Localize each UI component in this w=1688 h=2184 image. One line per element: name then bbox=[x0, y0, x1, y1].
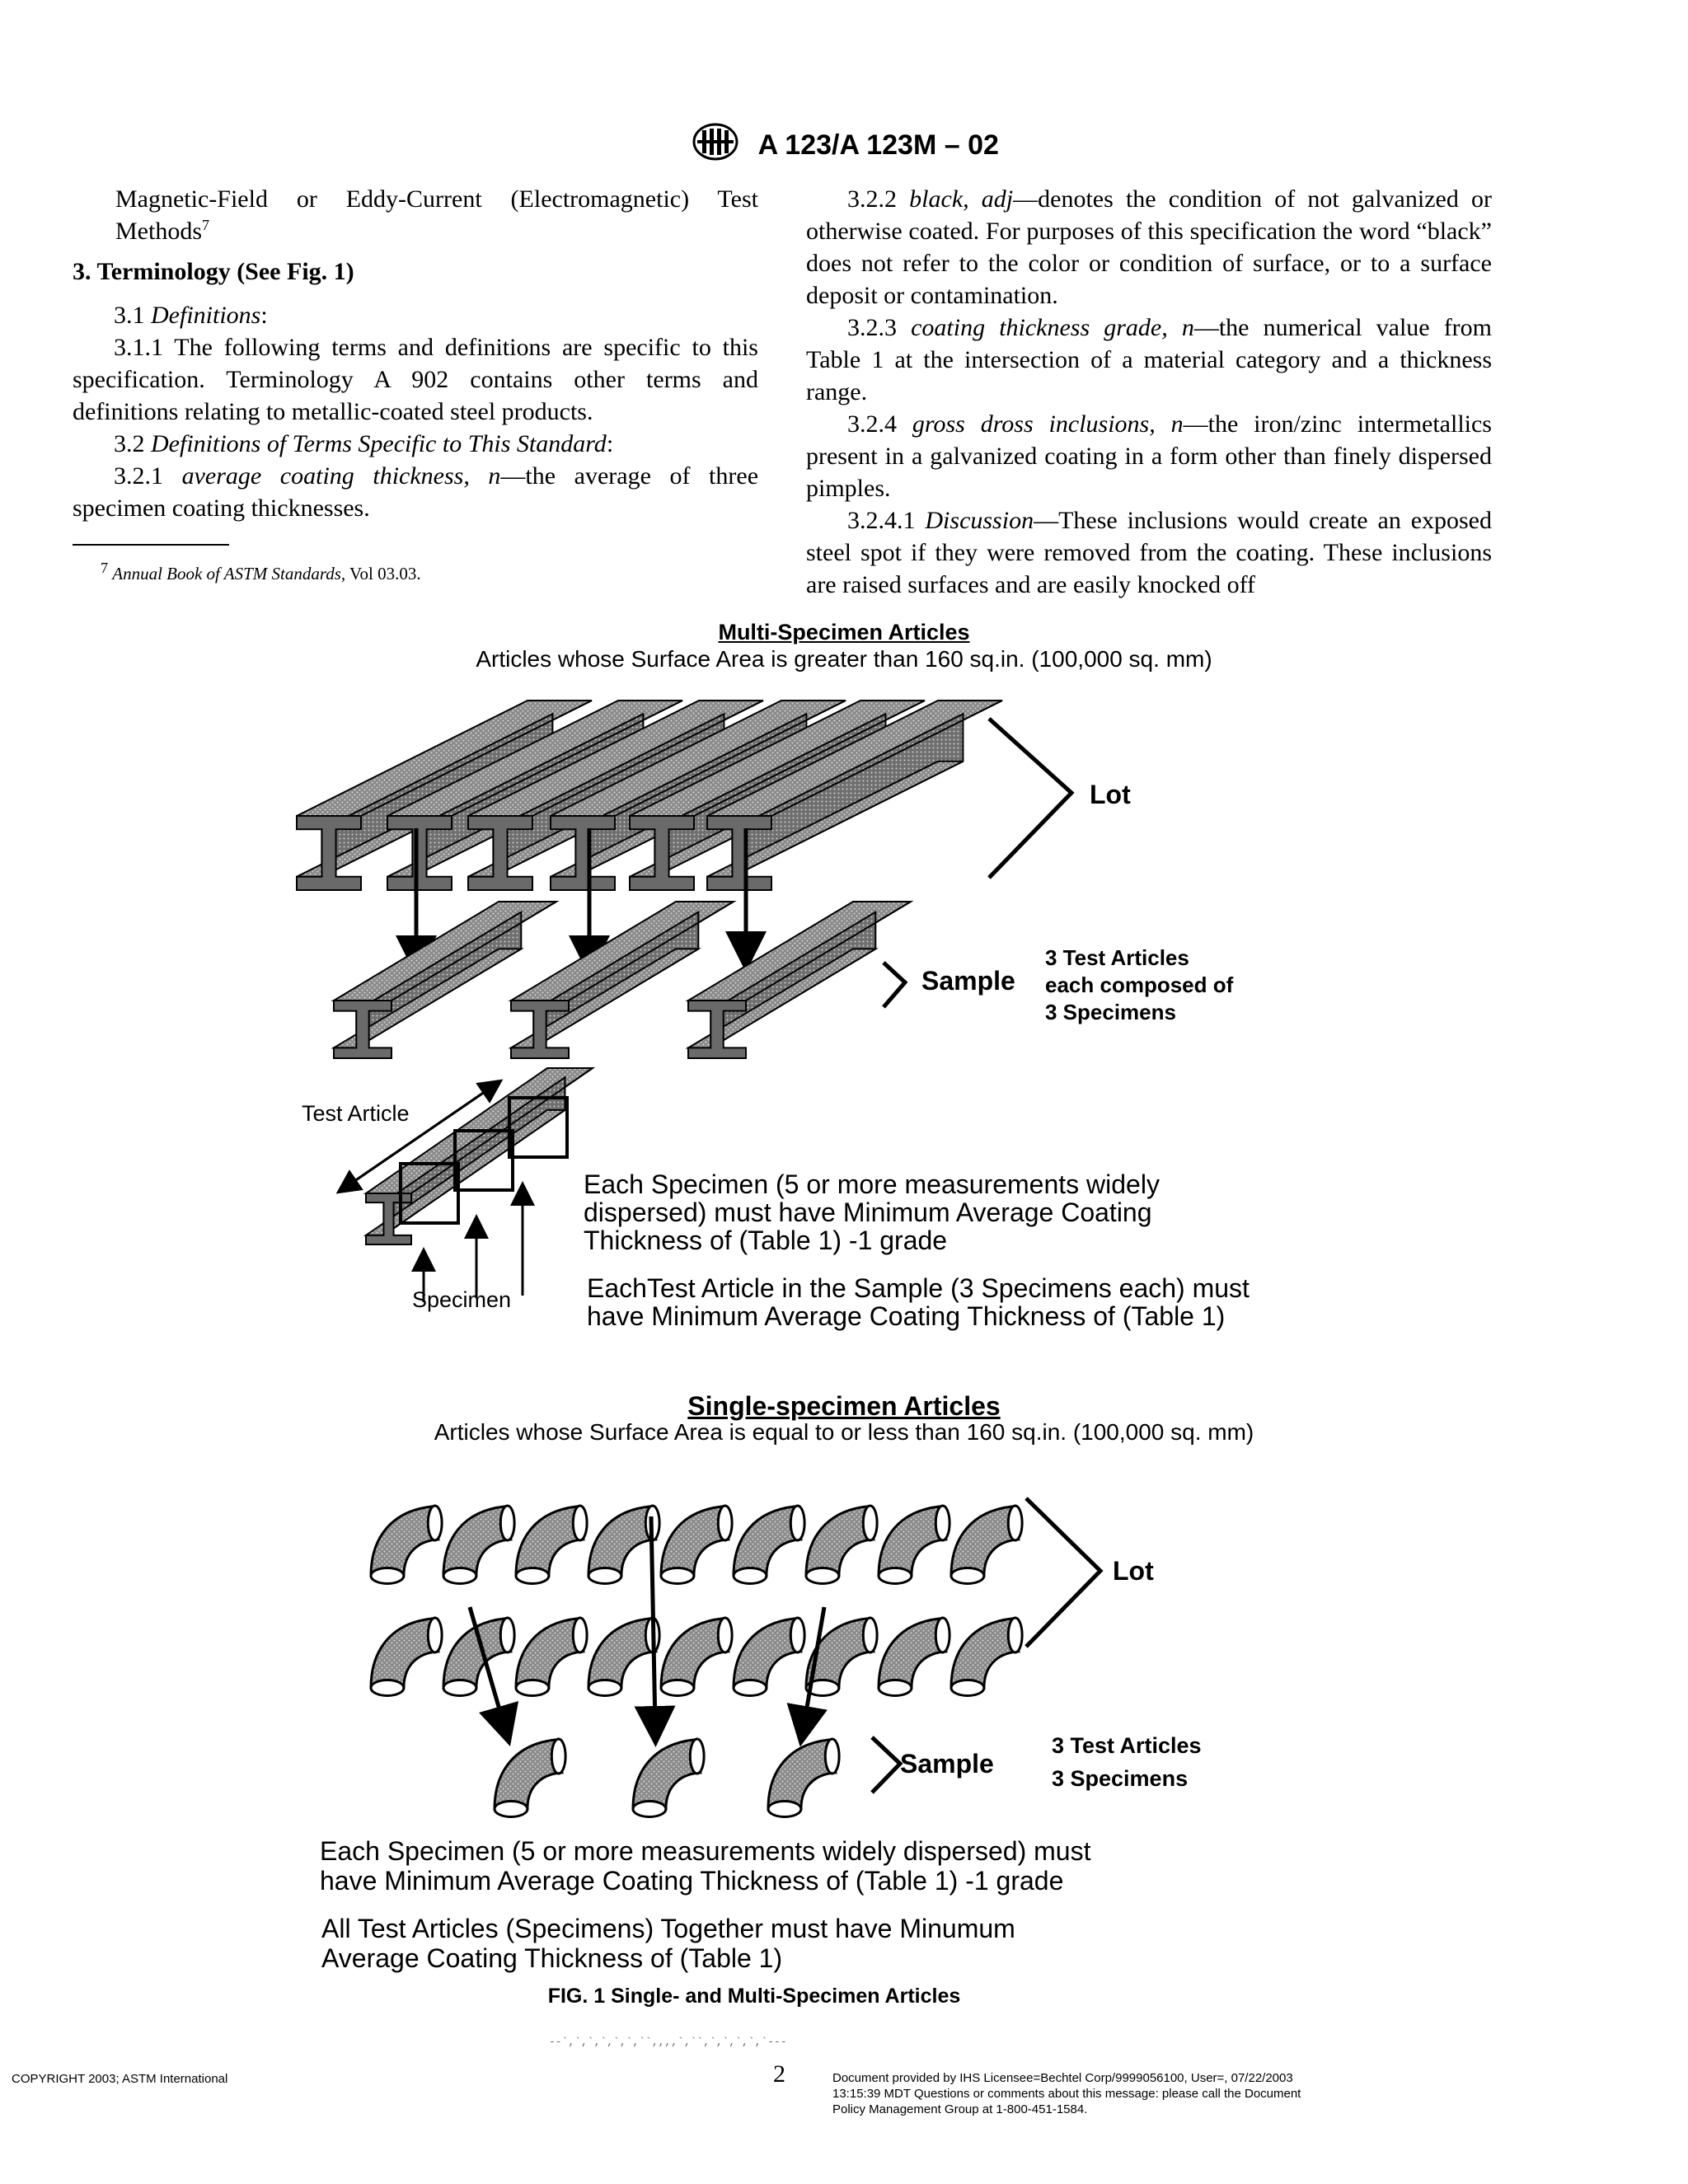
lot-bracket bbox=[1025, 1497, 1104, 1648]
single-note-all-articles: All Test Articles (Specimens) Together m… bbox=[321, 1914, 1015, 1973]
specimen-box bbox=[399, 1162, 460, 1225]
pipe-elbow bbox=[804, 1504, 879, 1585]
license-notice: Document provided by IHS Licensee=Bechte… bbox=[832, 2071, 1301, 2116]
copyright-notice: COPYRIGHT 2003; ASTM International bbox=[12, 2072, 228, 2086]
multi-specimen-title: Multi-Specimen Articles bbox=[718, 620, 970, 644]
sample-label: Sample bbox=[921, 966, 1015, 996]
sample-note: 3 Test Articles 3 Specimens bbox=[1052, 1733, 1202, 1791]
lot-pipe-elbows bbox=[369, 1504, 1024, 1697]
page-header: A 123/A 123M – 02 bbox=[0, 122, 1688, 169]
i-beam bbox=[706, 700, 1003, 891]
document-code: A 123/A 123M – 02 bbox=[757, 129, 999, 161]
pipe-elbow bbox=[493, 1737, 567, 1818]
paragraph-3-2-2: 3.2.2 black, adj—denotes the condition o… bbox=[806, 185, 1492, 309]
pipe-elbow bbox=[369, 1616, 443, 1697]
paragraph-3-2-4: 3.2.4 gross dross inclusions, n—the iron… bbox=[806, 410, 1492, 502]
paragraph-3-2-3: 3.2.3 coating thickness grade, n—the num… bbox=[806, 314, 1493, 405]
paragraph-3-1-1: 3.1.1 The following terms and definition… bbox=[73, 334, 758, 425]
pipe-elbow bbox=[442, 1504, 516, 1585]
arrow-lot-to-sample bbox=[634, 1516, 676, 1747]
footnote-rule bbox=[73, 544, 229, 546]
paragraph-test-methods: Magnetic-Field or Eddy-Current (Electrom… bbox=[115, 185, 758, 245]
i-beam bbox=[331, 901, 560, 1059]
specimen-box bbox=[453, 1129, 514, 1192]
i-beam bbox=[508, 901, 737, 1059]
paragraph-3-2: 3.2 Definitions of Terms Specific to Thi… bbox=[114, 430, 614, 457]
pipe-elbow bbox=[877, 1504, 951, 1585]
pipe-elbow bbox=[732, 1504, 806, 1585]
test-article-arrow bbox=[345, 1079, 504, 1188]
pipe-elbow bbox=[587, 1504, 661, 1585]
pipe-elbow bbox=[659, 1504, 734, 1585]
lot-bracket bbox=[987, 717, 1075, 879]
specimen-label: Specimen bbox=[412, 1287, 512, 1312]
arrow-lot-to-sample bbox=[786, 1606, 828, 1747]
multi-note-test-article: EachTest Article in the Sample (3 Specim… bbox=[587, 1273, 1250, 1331]
single-specimen-subtitle: Articles whose Surface Area is equal to … bbox=[434, 1419, 1254, 1445]
test-article-label: Test Article bbox=[302, 1101, 410, 1126]
page-number: 2 bbox=[773, 2060, 785, 2088]
specimen-box bbox=[508, 1096, 569, 1159]
pipe-elbow bbox=[767, 1737, 841, 1818]
pipe-elbow bbox=[514, 1616, 588, 1697]
pipe-elbow bbox=[950, 1504, 1024, 1585]
sample-label: Sample bbox=[900, 1749, 994, 1779]
paragraph-3-2-1: 3.2.1 average coating thickness, n—the a… bbox=[73, 462, 759, 522]
multi-specimen-subtitle: Articles whose Surface Area is greater t… bbox=[476, 646, 1212, 672]
pipe-elbow bbox=[659, 1616, 734, 1697]
astm-logo-icon bbox=[689, 122, 742, 169]
single-note-specimen: Each Specimen (5 or more measurements wi… bbox=[320, 1836, 1091, 1896]
pipe-elbow bbox=[442, 1616, 516, 1697]
right-column: 3.2.2 black, adj—denotes the condition o… bbox=[806, 183, 1492, 601]
pipe-elbow bbox=[950, 1616, 1024, 1697]
lot-label: Lot bbox=[1113, 1556, 1154, 1586]
arrow-lot-to-sample bbox=[467, 1606, 519, 1747]
pipe-elbow bbox=[587, 1616, 661, 1697]
i-beam bbox=[685, 901, 914, 1059]
stray-marks: --`,`,`,`,`,`,``,,,,`,``,`,`,`,`,`--- bbox=[549, 2036, 787, 2048]
pipe-elbow bbox=[804, 1616, 879, 1697]
sample-bracket bbox=[870, 1736, 903, 1794]
pipe-elbow bbox=[631, 1737, 706, 1818]
paragraph-3-1: 3.1 Definitions: bbox=[114, 302, 268, 329]
single-specimen-title: Single-specimen Articles bbox=[687, 1391, 1001, 1421]
paragraph-3-2-4-1: 3.2.4.1 Discussion—These inclusions woul… bbox=[806, 507, 1493, 598]
sample-pipe-elbows bbox=[493, 1737, 841, 1818]
section-title: 3. Terminology (See Fig. 1) bbox=[73, 258, 354, 285]
pipe-elbow bbox=[369, 1504, 443, 1585]
pipe-elbow bbox=[514, 1504, 588, 1585]
multi-note-specimen: Each Specimen (5 or more measurements wi… bbox=[584, 1169, 1160, 1255]
sample-bracket bbox=[882, 961, 908, 1009]
figure-caption: FIG. 1 Single- and Multi-Specimen Articl… bbox=[547, 1985, 961, 2008]
sample-i-beams bbox=[331, 901, 914, 1059]
pipe-elbow bbox=[877, 1616, 951, 1697]
left-column: Magnetic-Field or Eddy-Current (Electrom… bbox=[73, 183, 758, 585]
lot-i-beams bbox=[296, 700, 1003, 891]
pipe-elbow bbox=[732, 1616, 806, 1697]
lot-label: Lot bbox=[1090, 780, 1131, 809]
sample-note: 3 Test Articles each composed of 3 Speci… bbox=[1045, 945, 1234, 1024]
footnote-7: 7 Annual Book of ASTM Standards, Vol 03.… bbox=[101, 560, 421, 583]
